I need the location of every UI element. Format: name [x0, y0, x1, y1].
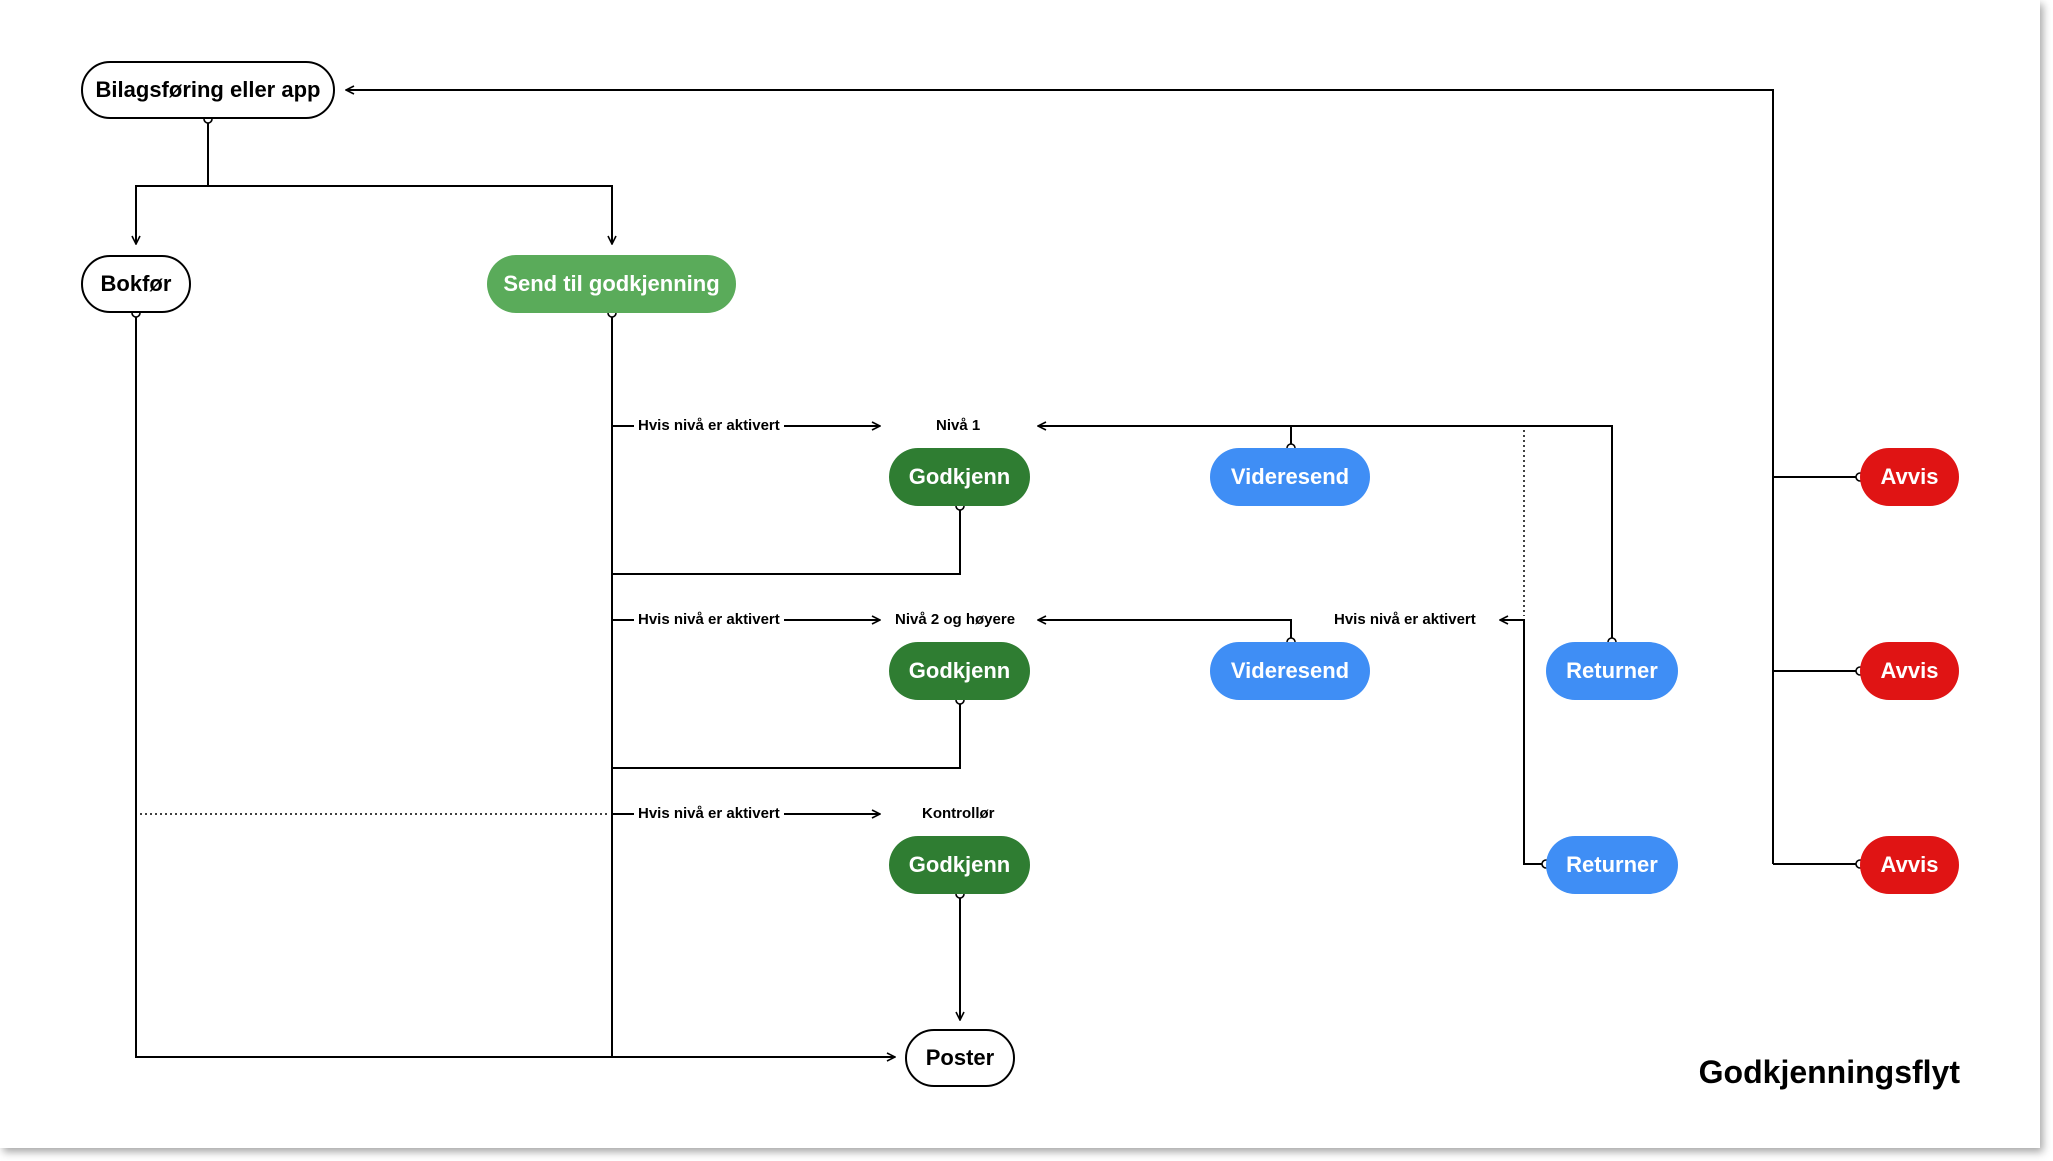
node-godkjenn-level1[interactable]: Godkjenn — [889, 448, 1030, 506]
node-bokfor[interactable]: Bokfør — [81, 255, 191, 313]
wire-returner1-level1 — [1038, 426, 1613, 642]
label-condition-level1: Hvis nivå er aktivert — [634, 417, 784, 435]
node-avvis-controller[interactable]: Avvis — [1860, 836, 1959, 894]
node-avvis-level2[interactable]: Avvis — [1860, 642, 1959, 700]
label-level2: Nivå 2 og høyere — [891, 611, 1020, 629]
wire-godkjenn1-back — [612, 506, 961, 575]
wire-godkjenn2-back — [612, 700, 961, 769]
label-level1: Nivå 1 — [932, 417, 985, 435]
wire-returner2-level2 — [1500, 620, 1546, 865]
node-bilagsforing[interactable]: Bilagsføring eller app — [81, 61, 335, 119]
node-avvis-level1[interactable]: Avvis — [1860, 448, 1959, 506]
label-condition-controller: Hvis nivå er aktivert — [634, 805, 784, 823]
node-godkjenn-level2[interactable]: Godkjenn — [889, 642, 1030, 700]
wire-videresend2-level2 — [1038, 620, 1292, 642]
label-controller: Kontrollør — [918, 805, 999, 823]
node-returner-controller[interactable]: Returner — [1546, 836, 1678, 894]
wire-avvis-trunk — [346, 90, 1774, 864]
label-condition-return: Hvis nivå er aktivert — [1330, 611, 1480, 629]
node-send-til-godkjenning[interactable]: Send til godkjenning — [487, 255, 736, 313]
node-returner-level2[interactable]: Returner — [1546, 642, 1678, 700]
node-videresend-level2[interactable]: Videresend — [1210, 642, 1370, 700]
diagram-title: Godkjenningsflyt — [1698, 1054, 1960, 1090]
wire-bokfor-poster — [135, 313, 612, 1058]
wire-to-send — [208, 185, 612, 244]
node-godkjenn-controller[interactable]: Godkjenn — [889, 836, 1030, 894]
label-condition-level2: Hvis nivå er aktivert — [634, 611, 784, 629]
wire-to-bokfor — [136, 185, 208, 244]
node-poster[interactable]: Poster — [905, 1029, 1015, 1087]
node-videresend-level1[interactable]: Videresend — [1210, 448, 1370, 506]
